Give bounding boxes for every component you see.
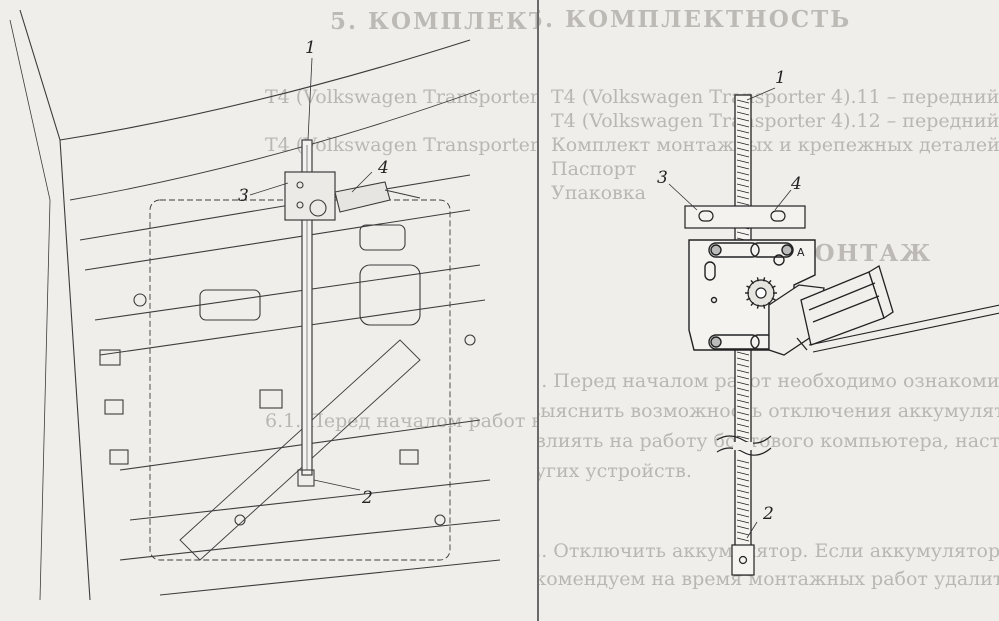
- bg-line-1-right: Т4 (Volkswagen Transporter 4).11 – перед…: [551, 86, 999, 108]
- gear-tooth: [756, 304, 760, 309]
- gear-tooth: [762, 277, 766, 282]
- bg-line-1: Т4 (Volkswagen Transporter 4).11 – перед…: [265, 86, 538, 108]
- rack-tooth: [736, 537, 750, 542]
- bg-heading-1-right: 5. КОМПЛЕКТНОСТЬ: [538, 6, 852, 33]
- rack-tooth: [736, 135, 750, 140]
- rack-tooth: [736, 513, 750, 518]
- detail-callout-3: 3: [657, 168, 668, 188]
- rack-tooth: [736, 477, 750, 482]
- rack-tooth: [736, 357, 750, 362]
- rack-tooth: [736, 153, 750, 158]
- callout-3: 3: [238, 186, 249, 206]
- rack-tooth: [736, 471, 750, 476]
- bg-para-1-right: 6.1. Перед началом работ необходимо озна…: [539, 370, 999, 392]
- rack-tooth: [736, 159, 750, 164]
- rack-tooth: [736, 177, 750, 182]
- rack-tooth: [736, 387, 750, 392]
- rack-tooth: [736, 393, 750, 398]
- rack-tooth: [736, 489, 750, 494]
- gear-tooth: [771, 285, 776, 289]
- rack-tooth: [736, 141, 750, 146]
- rack-tooth: [736, 195, 750, 200]
- rack-tooth: [736, 423, 750, 428]
- window-top-edge: [59, 39, 471, 141]
- callout-1: 1: [305, 38, 316, 58]
- motor-housing: [768, 265, 894, 356]
- rack-tooth: [736, 189, 750, 194]
- door-drawing: [9, 9, 501, 601]
- gear-tooth: [750, 280, 755, 285]
- gear-tooth: [750, 301, 755, 306]
- rack-tooth: [736, 465, 750, 470]
- gear-tooth: [767, 280, 772, 285]
- detail-callout-4: 4: [791, 174, 802, 194]
- motor: [334, 181, 391, 213]
- rack-tooth: [736, 525, 750, 530]
- detail-callout-1: 1: [775, 68, 786, 88]
- rack-tooth: [736, 381, 750, 386]
- rack-tooth: [736, 369, 750, 374]
- gear-tooth: [756, 277, 760, 282]
- bg-para-4: других устройств.: [539, 460, 692, 482]
- rack-tooth: [736, 201, 750, 206]
- drive-gear: [747, 279, 775, 307]
- gear-tooth: [746, 297, 751, 301]
- motor-cable: [808, 304, 999, 353]
- rack-tooth: [736, 501, 750, 506]
- rack-tooth: [736, 399, 750, 404]
- bg-para-5: 6.2. Отключить аккумулятор. Если аккумул…: [539, 540, 999, 562]
- rack-tooth: [736, 99, 750, 104]
- rack-tooth: [736, 117, 750, 122]
- callout-4: 4: [378, 158, 389, 178]
- bg-line-5: Упаковка: [551, 182, 646, 204]
- rack-tooth: [736, 495, 750, 500]
- rack-tooth: [736, 165, 750, 170]
- rack-tooth: [736, 417, 750, 422]
- gear-tooth: [746, 285, 751, 289]
- bg-line-2-right: Т4 (Volkswagen Transporter 4).12 – перед…: [551, 110, 999, 132]
- gear-tooth: [771, 297, 776, 301]
- rack-tooth: [736, 459, 750, 464]
- rack-tooth: [736, 363, 750, 368]
- bg-para-3: повлиять на работу бортового компьютера,…: [539, 430, 999, 452]
- bg-para-2: и выяснить возможность отключения аккуму…: [538, 400, 999, 422]
- carriage: [284, 171, 336, 221]
- rack-tooth: [736, 483, 750, 488]
- left-figure-panel: 5. КОМПЛЕКТНОСТЬ Т4 (Volkswagen Transpor…: [9, 0, 538, 621]
- rack-tooth: [736, 405, 750, 410]
- rack-tooth: [736, 435, 750, 440]
- right-figure-panel: 5. КОМПЛЕКТНОСТЬ Т4 (Volkswagen Transpor…: [538, 0, 999, 621]
- rack-tooth: [736, 231, 750, 236]
- gear-teeth: [745, 277, 777, 309]
- rack-tooth: [736, 519, 750, 524]
- rack-tooth: [736, 123, 750, 128]
- rack-tooth: [736, 507, 750, 512]
- rack-tooth: [736, 111, 750, 116]
- bg-heading-1: 5. КОМПЛЕКТНОСТЬ: [330, 8, 537, 35]
- rack-tooth: [736, 429, 750, 434]
- bg-para-1: 6.1. Перед началом работ необходимо озна…: [265, 410, 537, 432]
- rack-tooth: [736, 183, 750, 188]
- bg-line-3: Комплект монтажных и крепежных деталей: [551, 134, 999, 156]
- rack-tooth: [736, 531, 750, 536]
- bg-line-2: Т4 (Volkswagen Transporter 4).12 – перед…: [265, 134, 538, 156]
- regulator-detail-drawing: [668, 87, 999, 576]
- bg-para-6: рекомендуем на время монтажных работ уда…: [538, 568, 999, 590]
- gear-tooth: [762, 304, 766, 309]
- rail-end-block: [731, 544, 755, 576]
- door-edge-left: [19, 9, 91, 601]
- bg-line-4: Паспорт: [551, 158, 637, 180]
- rack-tooth: [736, 105, 750, 110]
- rail-break: [716, 435, 772, 456]
- rack-tooth: [736, 375, 750, 380]
- rack-tooth: [736, 411, 750, 416]
- rack-tooth: [736, 147, 750, 152]
- rack-tooth: [736, 351, 750, 356]
- callout-2: 2: [362, 488, 373, 508]
- rack-tooth: [736, 171, 750, 176]
- detail-callout-2: 2: [763, 504, 774, 524]
- rack-tooth: [736, 129, 750, 134]
- motor-mark: A: [797, 246, 805, 259]
- rail-foot: [297, 469, 315, 487]
